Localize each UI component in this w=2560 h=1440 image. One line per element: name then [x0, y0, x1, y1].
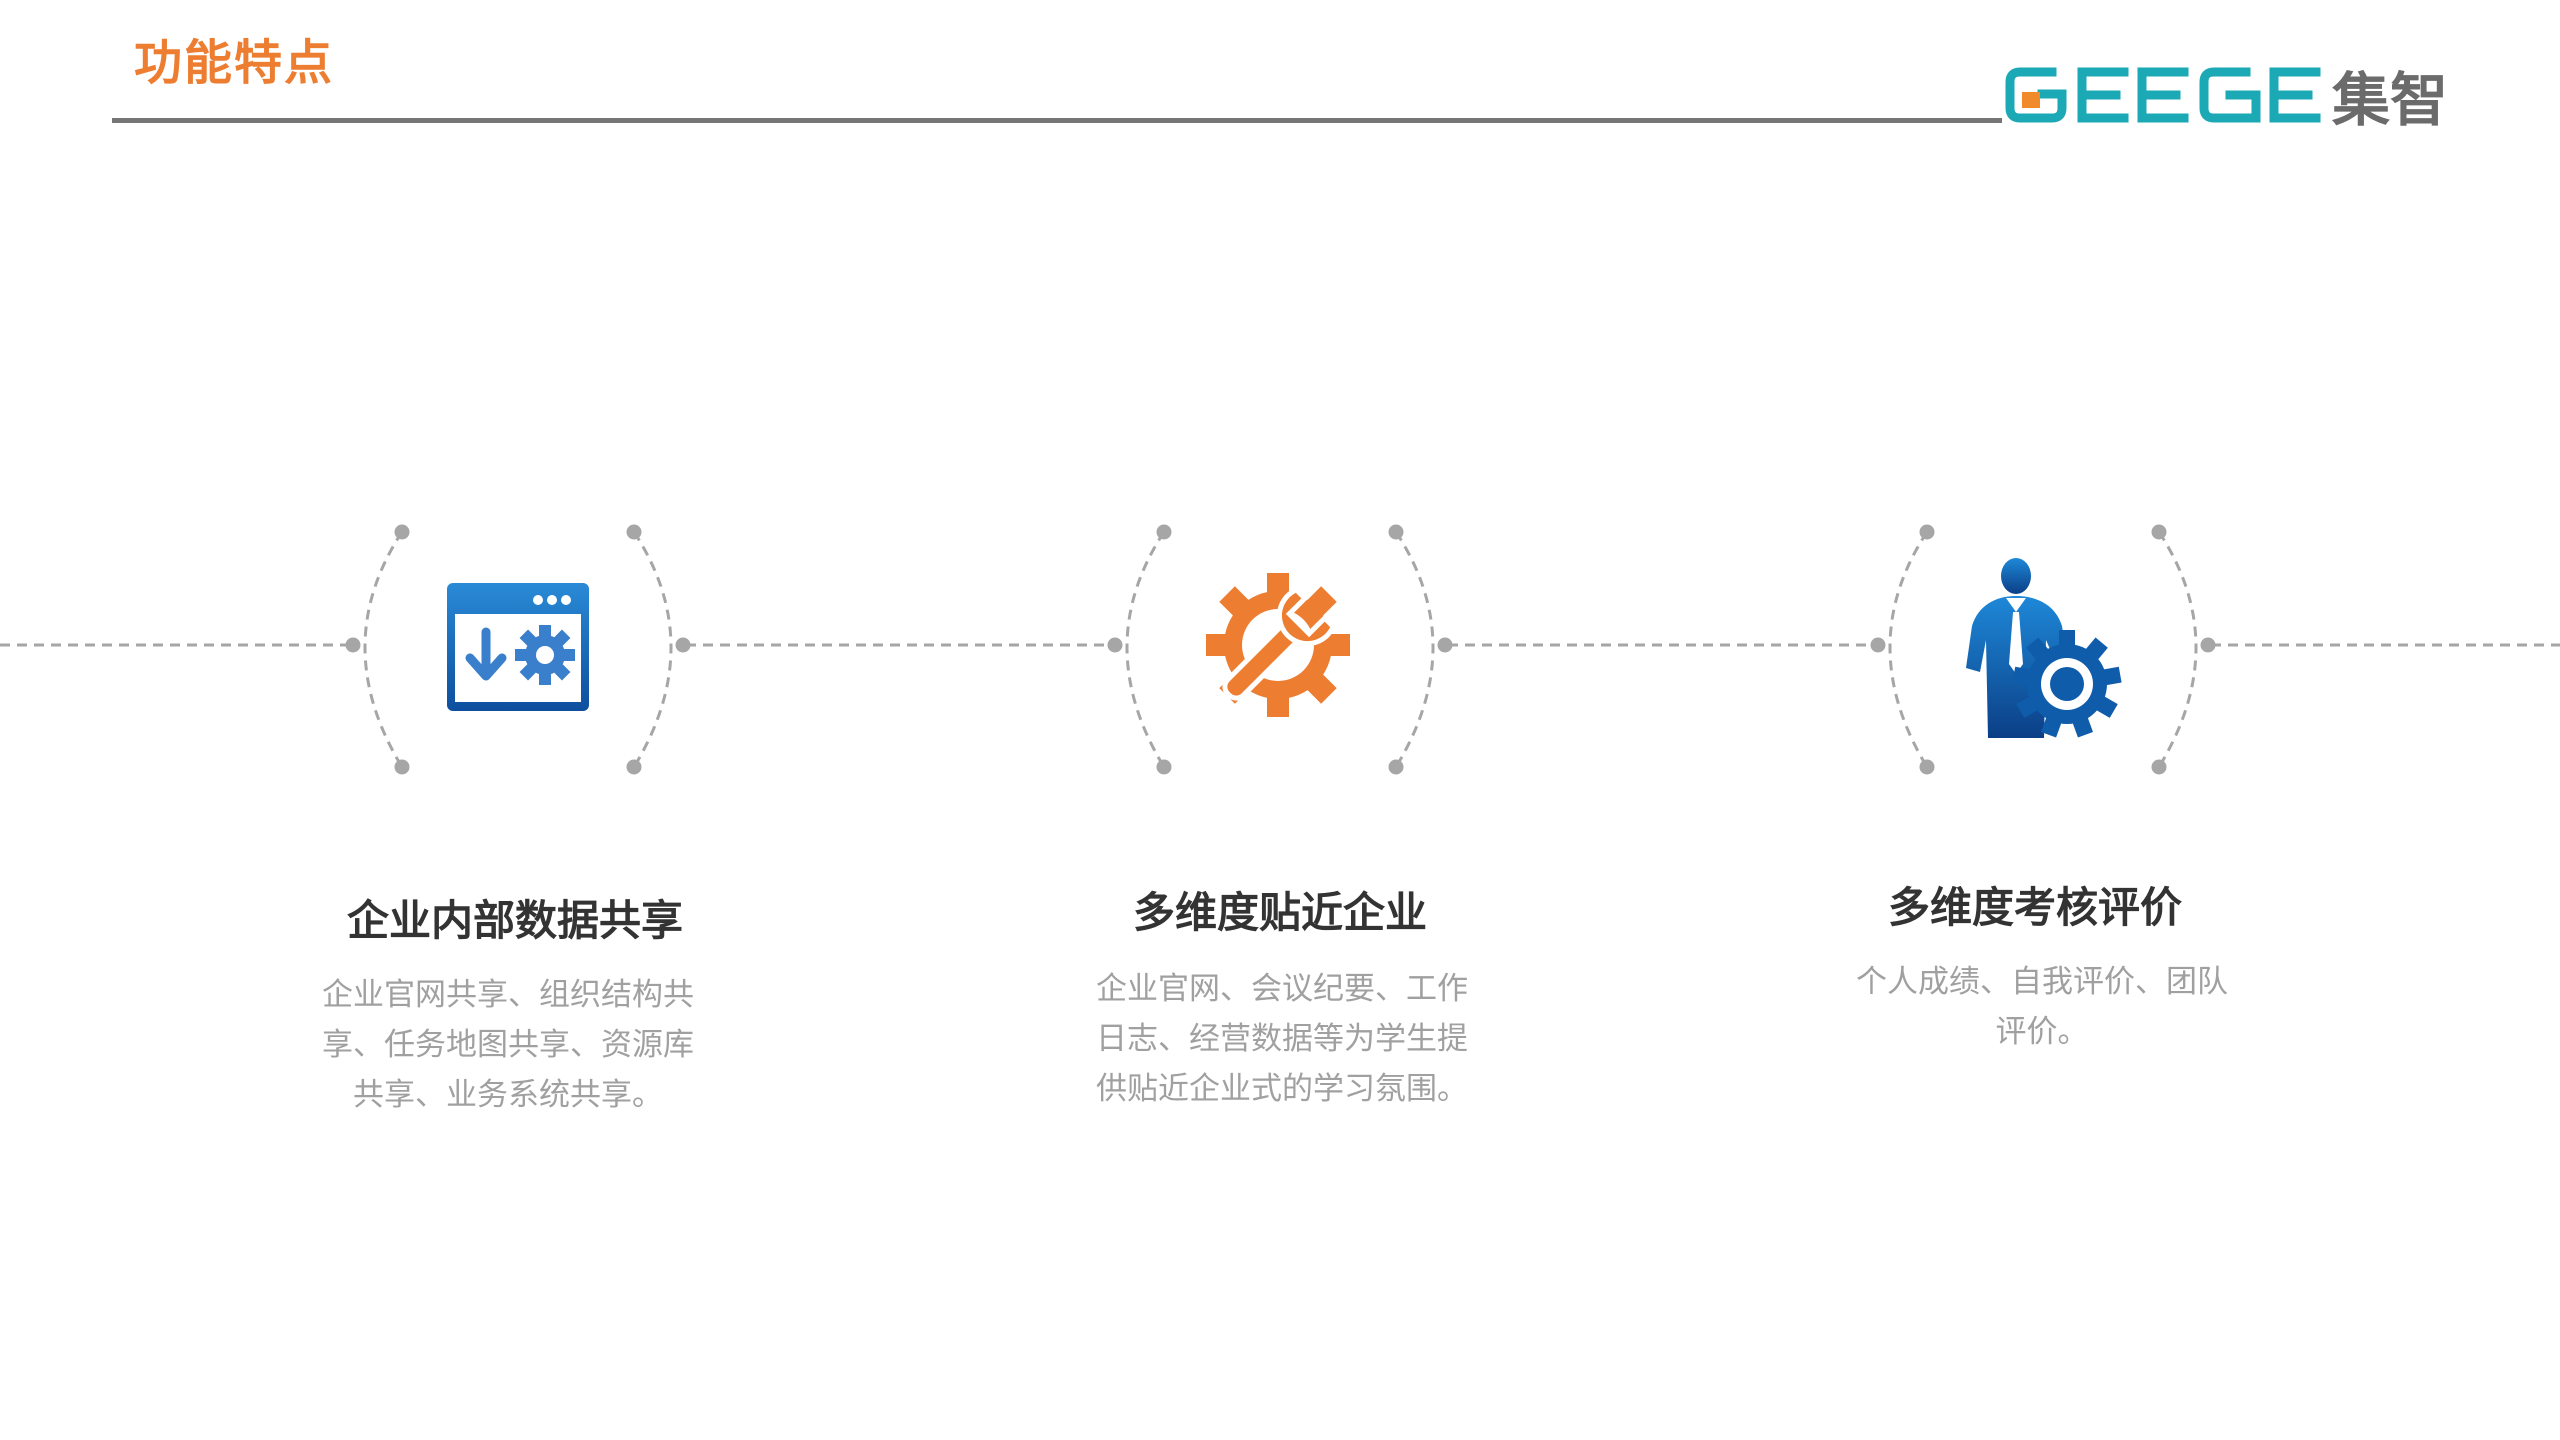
arc-end-dot: [1388, 524, 1404, 540]
businessman-gear-icon: [1966, 558, 2122, 738]
arc-mid-dot: [1107, 637, 1123, 653]
wrench-gear-icon: [1206, 573, 1350, 717]
arc-mid-dot: [2200, 637, 2216, 653]
left-arc: [363, 531, 404, 768]
right-arc: [632, 531, 673, 768]
arc-end-dot: [626, 524, 642, 540]
logo-cjk-text: 集智: [2331, 66, 2448, 130]
feature-1-description: 企业官网共享、组织结构共享、任务地图共享、资源库共享、业务系统共享。: [322, 977, 694, 1113]
feature-2-title: 多维度贴近企业: [1132, 888, 1427, 937]
right-arc: [1394, 531, 1435, 768]
feature-1-title: 企业内部数据共享: [346, 896, 683, 945]
logo-letters: [2077, 67, 2321, 123]
logo-mark-g: [2005, 67, 2067, 123]
arc-mid-dot: [1437, 637, 1453, 653]
arc-end-dot: [394, 759, 410, 775]
arc-end-dot: [626, 759, 642, 775]
feature-1-bracket: [363, 531, 673, 768]
feature-2-bracket: [1125, 531, 1435, 768]
header-divider: [112, 118, 2002, 123]
feature-3-bracket: [1888, 531, 2198, 768]
arc-mid-dot: [345, 637, 361, 653]
left-arc: [1888, 531, 1929, 768]
arc-mid-dot: [1870, 637, 1886, 653]
arc-end-dot: [2151, 524, 2167, 540]
arc-end-dot: [1388, 759, 1404, 775]
arc-end-dot: [1919, 759, 1935, 775]
geege-logo: 集智: [2005, 66, 2448, 130]
feature-3-description: 个人成绩、自我评价、团队评价。: [1856, 964, 2228, 1050]
left-arc: [1125, 531, 1166, 768]
arc-mid-dot: [675, 637, 691, 653]
feature-3-title: 多维度考核评价: [1887, 883, 2182, 932]
browser-settings-icon: [447, 583, 589, 711]
feature-2-description: 企业官网、会议纪要、工作日志、经营数据等为学生提供贴近企业式的学习氛围。: [1096, 971, 1468, 1107]
right-arc: [2157, 531, 2198, 768]
arc-end-dot: [1156, 759, 1172, 775]
page-title: 功能特点: [134, 35, 335, 91]
arc-end-dot: [2151, 759, 2167, 775]
